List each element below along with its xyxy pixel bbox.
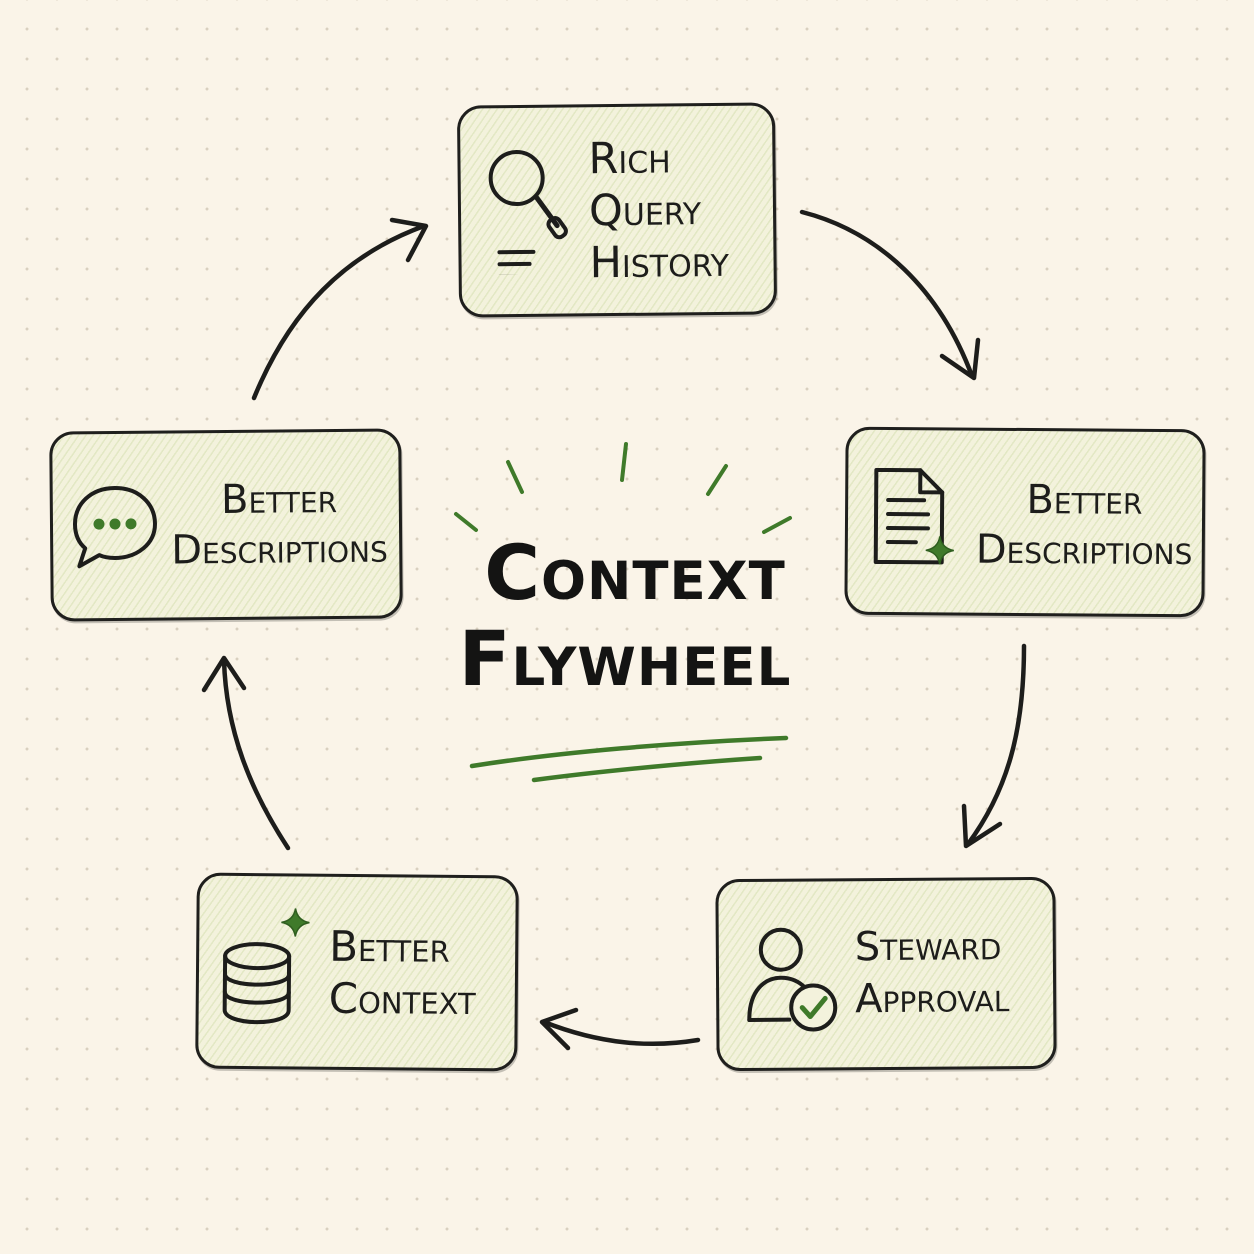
node-label-line: Better <box>329 921 450 972</box>
arrowhead-top-to-right <box>939 337 981 381</box>
arrowhead-steward-to-context <box>539 1007 579 1051</box>
node-label-line: Better <box>220 476 338 524</box>
node-better-descriptions-right: Better Descriptions <box>844 426 1206 618</box>
node-label: Better Descriptions <box>171 474 388 576</box>
title-underline <box>469 735 789 769</box>
chat-bubble-icon <box>72 485 157 569</box>
arrow-context-to-left <box>221 657 291 851</box>
burst-line <box>620 442 628 482</box>
database-sparkle-icon <box>222 908 310 1025</box>
node-better-descriptions-left: Better Descriptions <box>49 428 403 622</box>
node-label-line: Context <box>328 973 476 1025</box>
arrow-steward-to-context <box>541 1019 701 1047</box>
arrow-right-to-steward <box>965 643 1027 847</box>
arrowhead-left-to-top <box>389 217 429 263</box>
burst-line <box>762 516 792 534</box>
diagram-title: Context Flywheel <box>430 530 840 702</box>
title-line-1: Context <box>484 528 786 617</box>
burst-line <box>706 464 728 496</box>
node-steward-approval: Steward Approval <box>715 876 1057 1072</box>
user-check-icon <box>747 927 838 1032</box>
burst-line <box>454 512 478 532</box>
node-rich-query-history: Rich Query History <box>456 102 778 318</box>
node-label: Steward Approval <box>855 920 1010 1025</box>
node-label-line: Rich <box>588 133 671 185</box>
title-underline <box>531 755 763 783</box>
burst-line <box>506 460 524 494</box>
magnifier-document-icon <box>488 150 568 275</box>
node-label-line: Better <box>1026 477 1143 524</box>
node-label: Better Context <box>329 921 477 1026</box>
node-better-context: Better Context <box>195 872 519 1072</box>
node-label: Better Descriptions <box>976 475 1193 577</box>
node-label-line: Descriptions <box>975 526 1193 575</box>
node-label-line: Query <box>588 185 702 237</box>
node-label-line: Descriptions <box>171 525 388 574</box>
node-label-line: Approval <box>855 975 1010 1023</box>
node-label-line: Steward <box>854 923 1002 971</box>
title-line-2: Flywheel <box>458 614 792 703</box>
node-label-line: History <box>589 236 730 289</box>
arrowhead-context-to-left <box>201 655 247 693</box>
arrow-top-to-right <box>799 209 975 379</box>
arrowhead-right-to-steward <box>961 803 1003 849</box>
node-label: Rich Query History <box>588 132 729 289</box>
document-sparkle-icon <box>873 467 954 565</box>
arrow-left-to-top <box>251 223 427 401</box>
